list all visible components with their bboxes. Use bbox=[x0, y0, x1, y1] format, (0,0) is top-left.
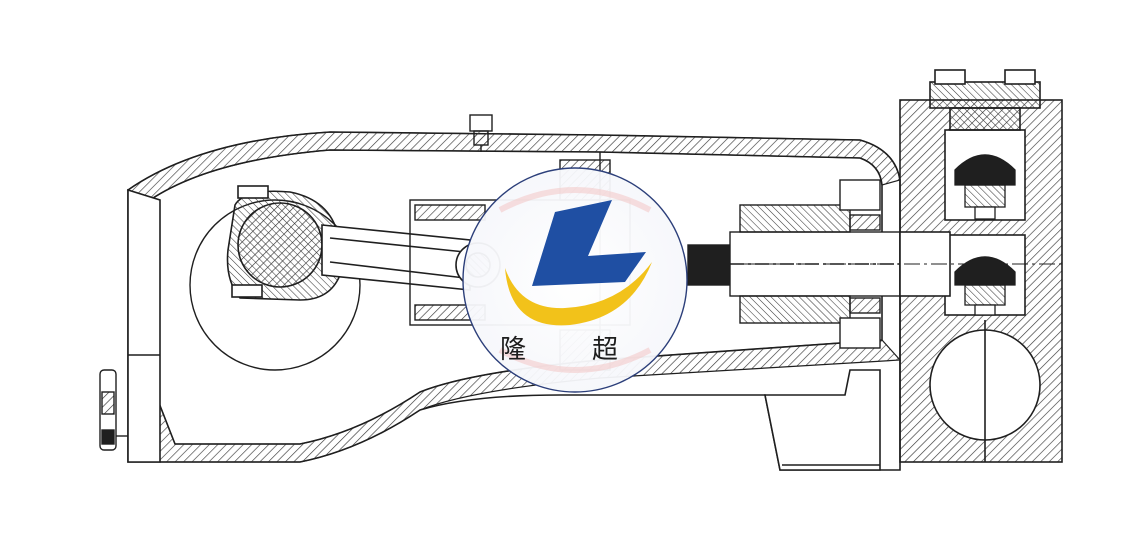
discharge-valve bbox=[954, 154, 1016, 220]
watermark-logo: 隆 超 bbox=[462, 167, 688, 393]
housing-top-bolt bbox=[469, 114, 493, 152]
logo-yellow-swoosh bbox=[505, 262, 652, 326]
connecting-rod bbox=[226, 185, 501, 301]
power-end-housing bbox=[126, 131, 902, 471]
logo-char-right: 超 bbox=[592, 335, 618, 365]
side-handle bbox=[99, 369, 128, 451]
logo-blue-mark bbox=[532, 200, 646, 286]
logo-char-left: 隆 bbox=[500, 335, 526, 365]
